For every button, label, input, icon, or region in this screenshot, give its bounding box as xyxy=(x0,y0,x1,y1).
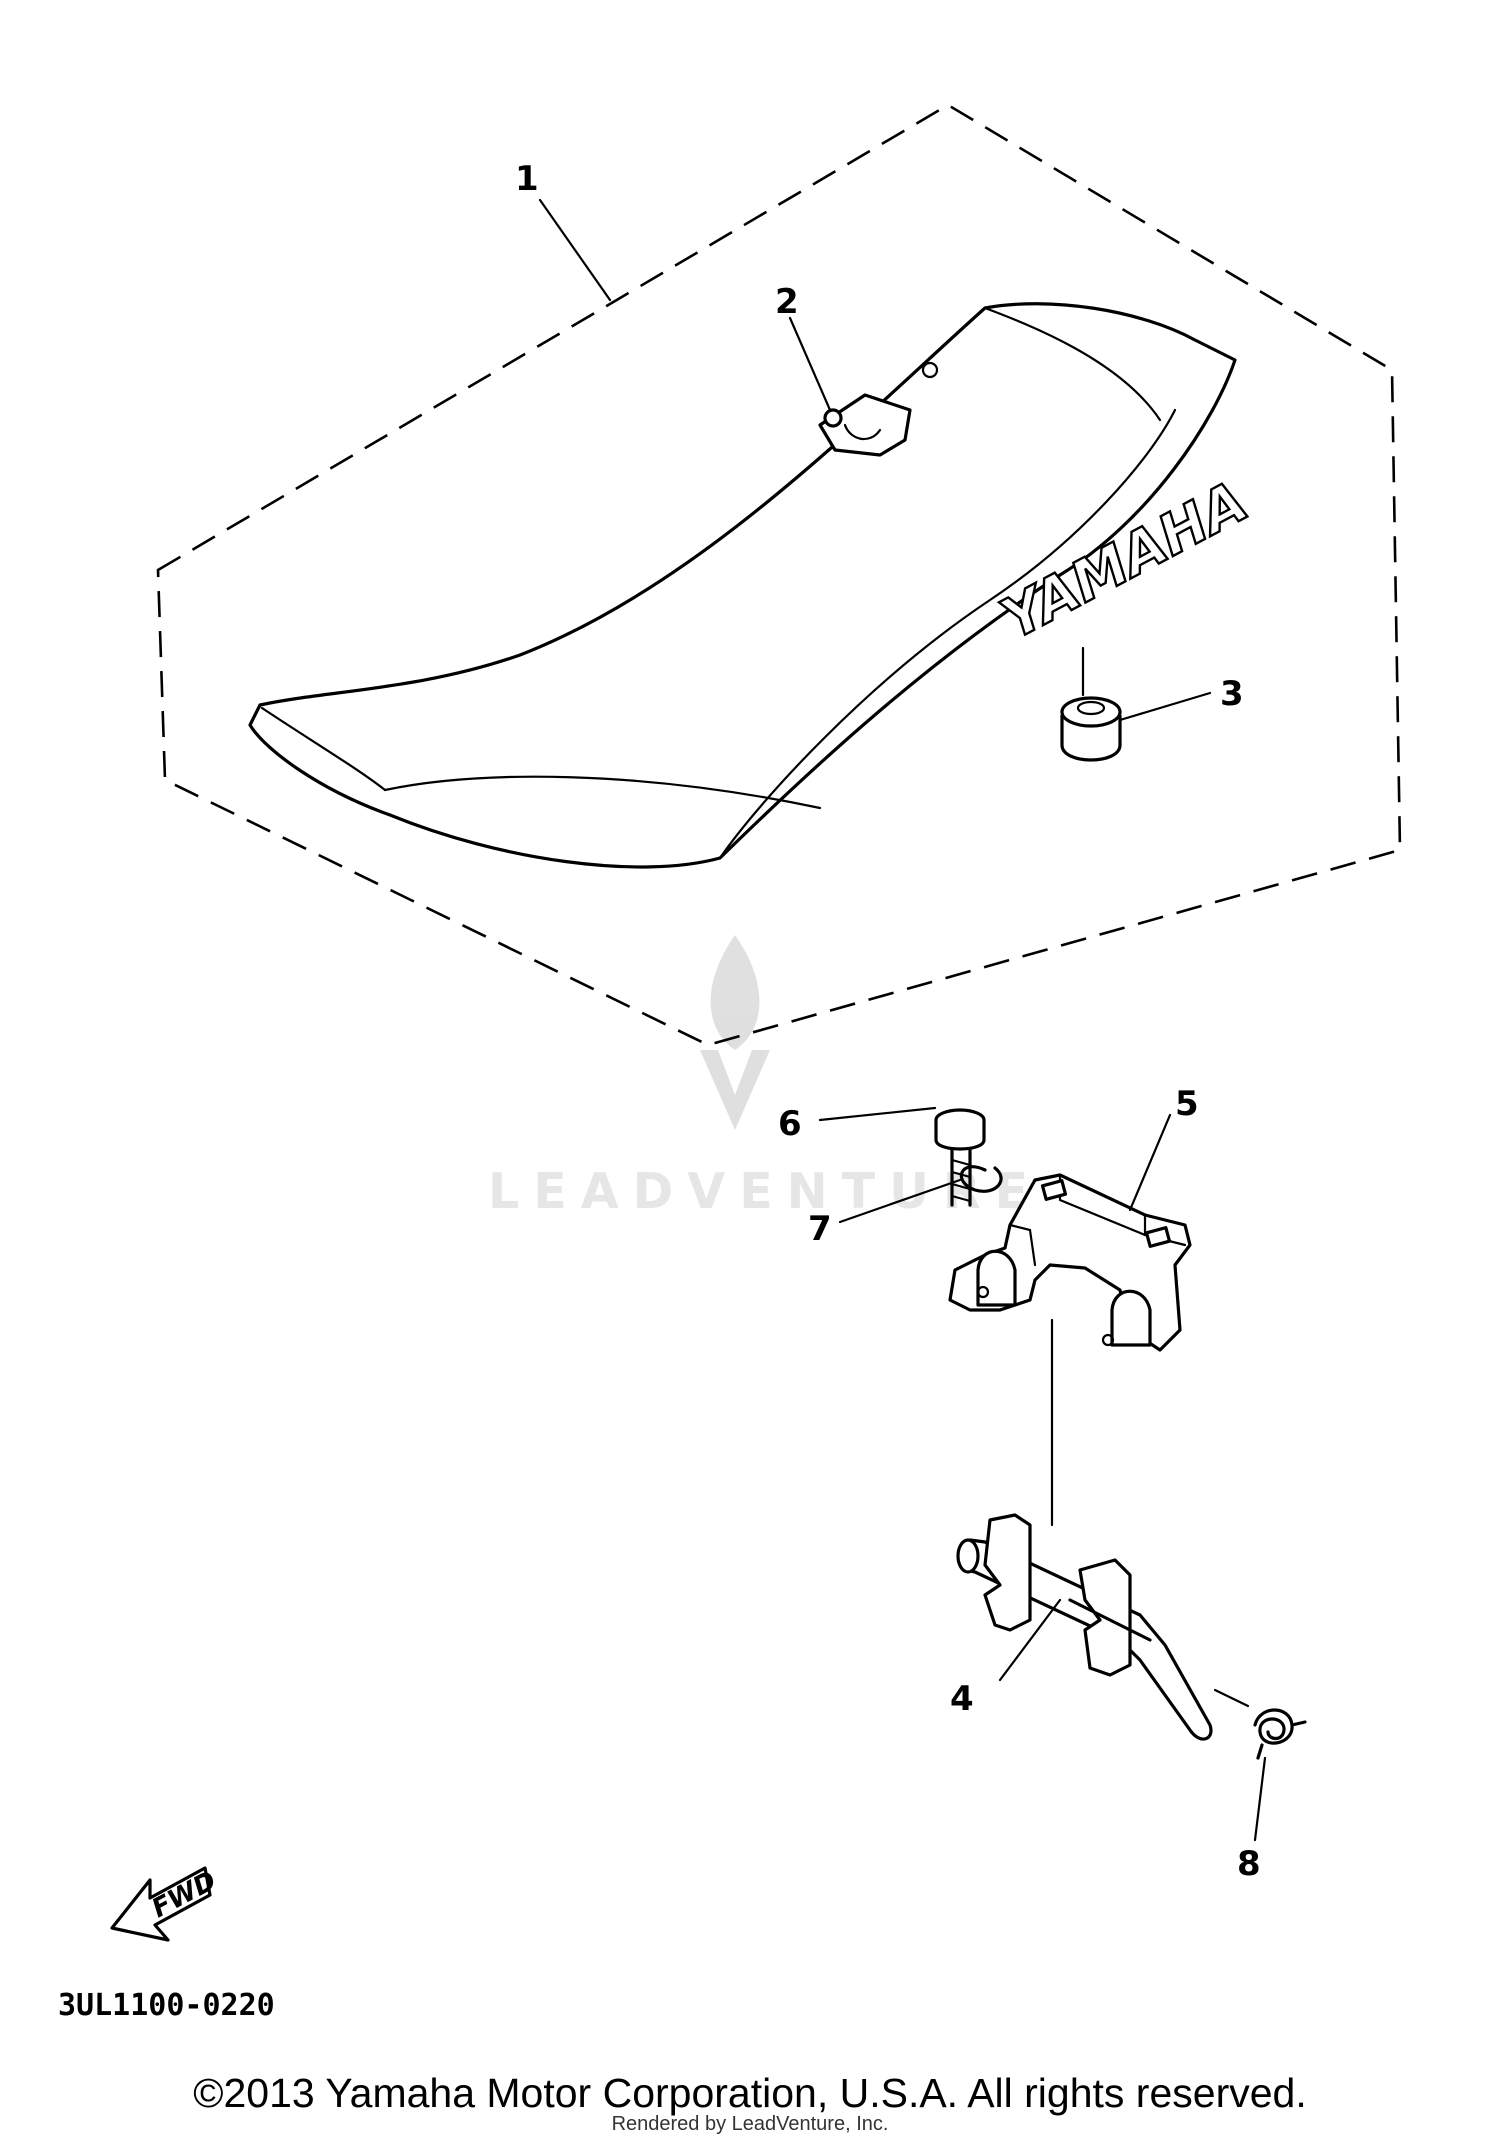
callout-labels: 1 2 3 4 5 6 7 8 xyxy=(515,159,1261,1884)
seat-hook xyxy=(818,393,912,457)
watermark-brand: LEADVENTURE xyxy=(488,1163,1042,1220)
watermark-flame-icon xyxy=(700,935,770,1130)
watermark: LEADVENTURE xyxy=(488,935,1042,1220)
seat-bracket xyxy=(948,1173,1192,1352)
diagram-code: 3UL1100-0220 xyxy=(58,1988,275,2023)
callout-6: 6 xyxy=(778,1104,802,1144)
callout-8: 8 xyxy=(1237,1844,1261,1884)
fwd-arrow-icon: FWD xyxy=(110,1866,221,1942)
callout-leaders xyxy=(538,198,1267,1842)
seat-hole xyxy=(921,361,939,379)
bolt xyxy=(934,1108,986,1207)
seat-damper xyxy=(1060,696,1122,762)
spring xyxy=(1253,1708,1307,1760)
callout-4: 4 xyxy=(950,1679,974,1719)
kit-boundary xyxy=(156,103,1402,1047)
callout-2: 2 xyxy=(775,282,799,322)
washer xyxy=(959,1165,1003,1193)
seat: YAMAHA xyxy=(248,302,1259,869)
copyright-notice: ©2013 Yamaha Motor Corporation, U.S.A. A… xyxy=(193,2070,1306,2116)
fwd-label: FWD xyxy=(147,1866,221,1924)
callout-7: 7 xyxy=(808,1209,832,1249)
lock-rod xyxy=(956,1513,1213,1741)
callout-3: 3 xyxy=(1220,674,1244,714)
seat-logo: YAMAHA xyxy=(991,469,1258,652)
rendered-by-notice: Rendered by LeadVenture, Inc. xyxy=(612,2113,889,2135)
callout-5: 5 xyxy=(1175,1084,1199,1124)
callout-1: 1 xyxy=(515,159,539,199)
